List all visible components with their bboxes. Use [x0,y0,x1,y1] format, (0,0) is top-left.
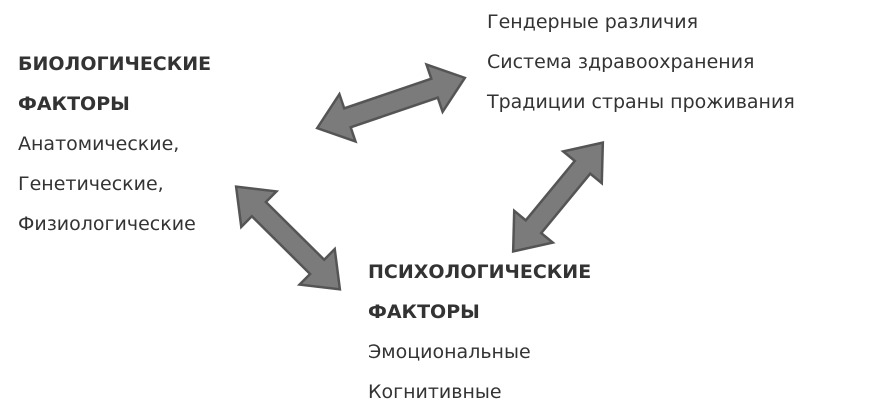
double-arrow-psych-social [511,141,605,253]
biological-title-line: БИОЛОГИЧЕСКИЕ [18,53,212,75]
biological-item: Генетические, [18,173,164,195]
biological-item: Физиологические [18,213,196,235]
psychological-item: Эмоциональные [368,341,531,363]
social-item: Система здравоохранения [487,51,755,73]
psychological-item: Когнитивные [368,381,502,403]
double-arrow-bio-social [315,62,467,144]
biological-item: Анатомические, [18,133,180,155]
biological-factors-block: БИОЛОГИЧЕСКИЕ ФАКТОРЫ Анатомические, Ген… [18,44,211,244]
social-factors-block: Гендерные различия Система здравоохранен… [487,2,795,122]
arrows-layer [234,62,605,291]
double-arrow-bio-psych [234,185,342,291]
psychological-title-line: ФАКТОРЫ [368,301,480,323]
psychological-title-line: ПСИХОЛОГИЧЕСКИЕ [368,261,592,283]
biological-title-line: ФАКТОРЫ [18,93,130,115]
social-item: Гендерные различия [487,11,699,33]
psychological-factors-block: ПСИХОЛОГИЧЕСКИЕ ФАКТОРЫ Эмоциональные Ко… [368,252,591,412]
social-item: Традиции страны проживания [487,91,795,113]
